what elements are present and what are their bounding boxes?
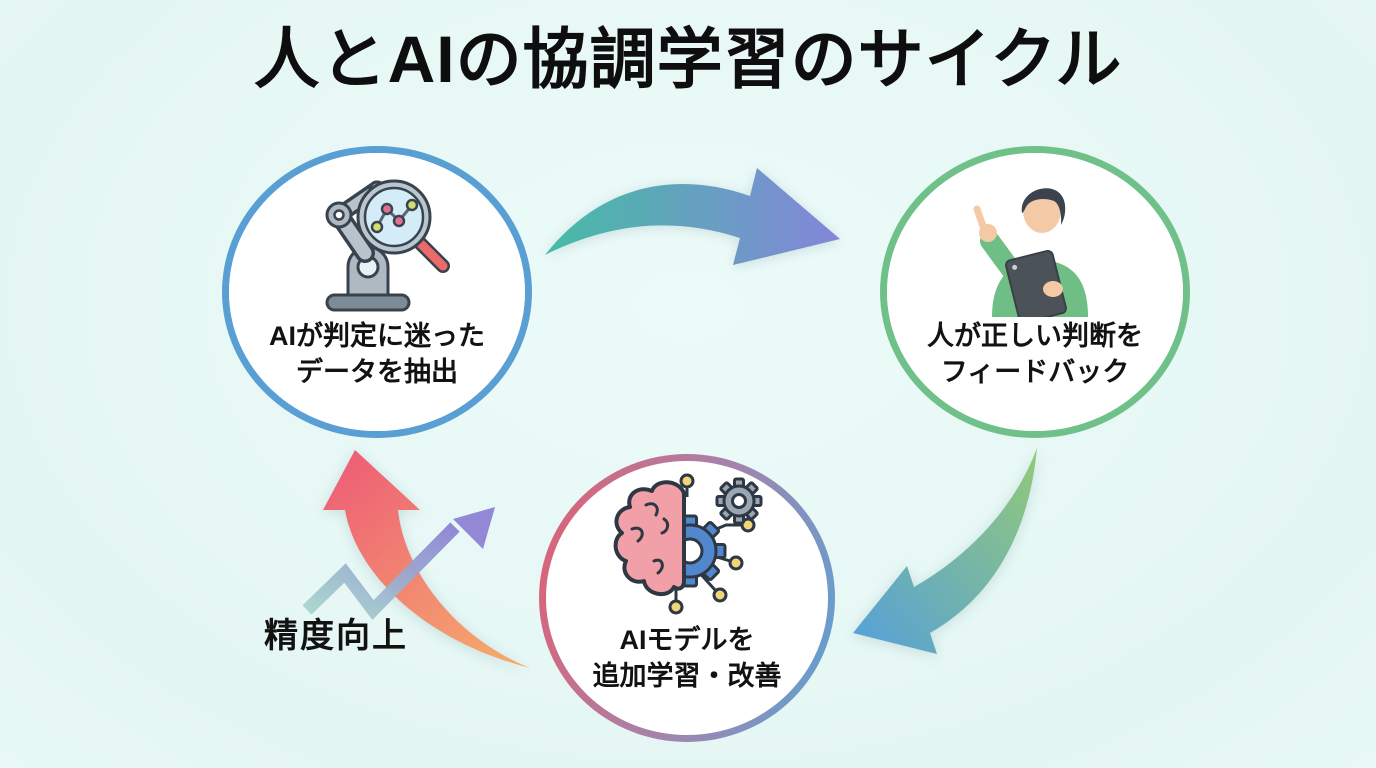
robot-arm-magnifier-icon [325, 179, 450, 312]
node-ai-extract-line1: AIが判定に迷った [269, 321, 485, 351]
node-ai-extract-body: AIが判定に迷った データを抽出 [229, 153, 525, 431]
node-human-feedback-line2: フィードバック [940, 356, 1130, 387]
node-ai-extract-label: AIが判定に迷った データを抽出 [269, 319, 485, 390]
node-ai-extract-line2: データを抽出 [296, 356, 458, 387]
accuracy-trend-arrow-icon [302, 507, 495, 620]
accuracy-label: 精度向上 [264, 617, 408, 655]
node-model-retrain: AIモデルを 追加学習・改善 [539, 454, 835, 742]
brain-half [613, 480, 686, 597]
diagram-title: 人とAIの協調学習のサイクル [253, 22, 1123, 96]
node-model-retrain-line2: 追加学習・改善 [592, 660, 782, 691]
node-human-feedback-line1: 人が正しい判断を [927, 321, 1143, 351]
brain-gear-icon [613, 473, 763, 615]
node-human-feedback: 人が正しい判断を フィードバック [880, 146, 1190, 438]
node-model-retrain-line1: AIモデルを [619, 625, 755, 655]
node-model-retrain-body: AIモデルを 追加学習・改善 [546, 461, 828, 735]
person-tablet-icon [973, 188, 1088, 317]
node-human-feedback-body: 人が正しい判断を フィードバック [887, 153, 1183, 431]
node-human-feedback-label: 人が正しい判断を フィードバック [927, 319, 1143, 390]
arrow-retrain-to-extract-icon [323, 450, 530, 668]
node-model-retrain-label: AIモデルを 追加学習・改善 [593, 623, 782, 694]
arrow-feedback-to-retrain-icon [853, 448, 1037, 654]
gray-gear [715, 477, 763, 525]
arrow-extract-to-feedback-icon [545, 168, 840, 265]
magnifier-glass [356, 179, 450, 273]
node-ai-extract: AIが判定に迷った データを抽出 [222, 146, 532, 438]
